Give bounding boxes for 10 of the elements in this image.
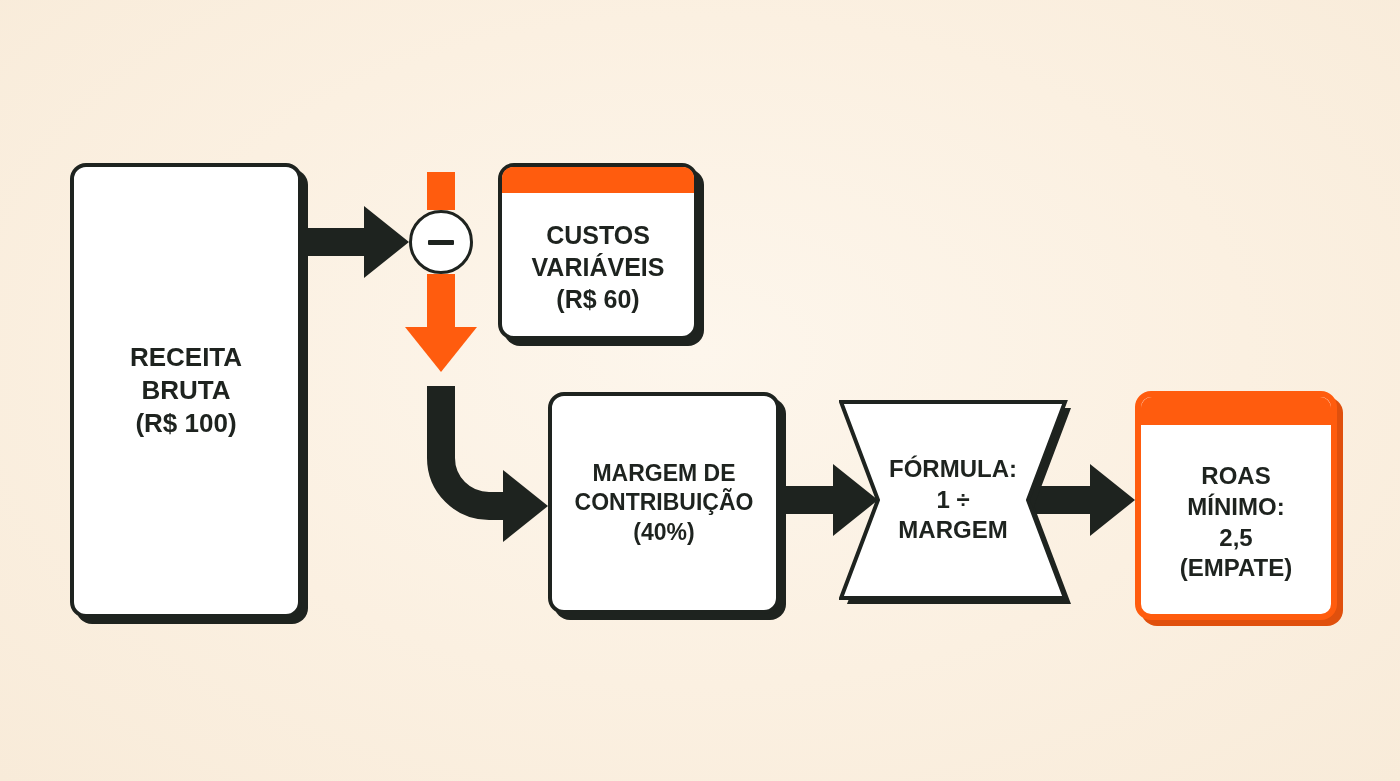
connector-line [427,172,455,210]
box-label: FÓRMULA: 1 ÷ MARGEM [888,453,1018,546]
box-label: MARGEM DE CONTRIBUIÇÃO (40%) [573,458,755,547]
box-label: ROAS MÍNIMO: 2,5 (EMPATE) [1178,461,1294,584]
curved-arrow [427,386,548,542]
notched-box [839,400,1073,606]
minus-circle [409,210,473,274]
arrow [405,274,477,372]
box-label: CUSTOS VARIÁVEIS (R$ 60) [530,219,666,315]
box-label: RECEITA BRUTA (R$ 100) [128,340,244,441]
